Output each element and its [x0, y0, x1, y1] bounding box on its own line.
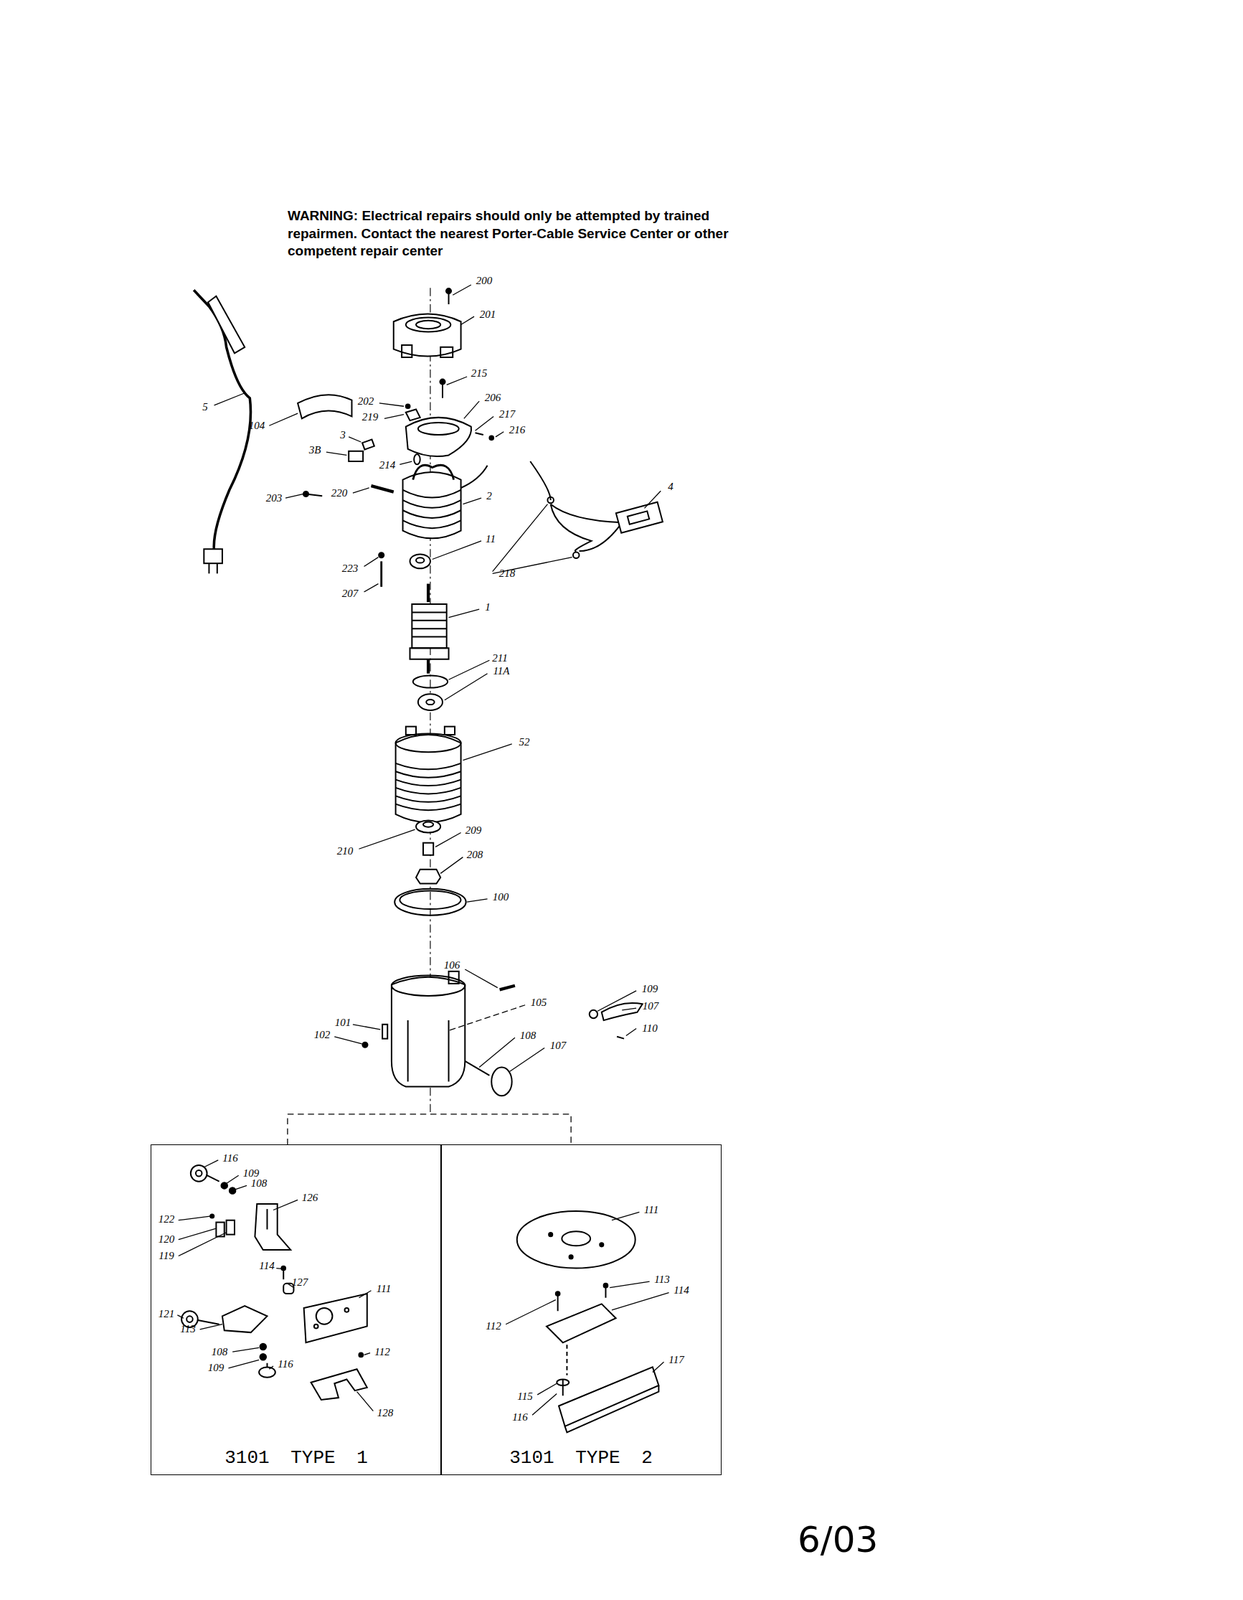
callout-number: 218: [499, 568, 516, 579]
variant-title: 3101 TYPE 1: [151, 1446, 442, 1469]
callout-number: 108: [520, 1029, 537, 1041]
callout-number: 219: [362, 411, 379, 423]
variant-box: 3101 TYPE 2: [440, 1144, 722, 1475]
callout-number: 210: [337, 845, 354, 857]
callout-number: 107: [642, 1000, 660, 1012]
callout-number: 110: [641, 1022, 658, 1034]
callout-number: 208: [466, 849, 484, 860]
callout-number: 223: [342, 563, 359, 574]
callout-number: 1: [484, 601, 491, 613]
callout-number: 108: [251, 1177, 268, 1189]
callout-number: 11A: [492, 665, 510, 677]
variant-title: 3101 TYPE 2: [441, 1446, 721, 1469]
callout-number: 113: [180, 1323, 196, 1335]
callout-number: 11: [485, 533, 496, 545]
callout-number: 3B: [309, 444, 322, 456]
callout-number: 126: [301, 1192, 319, 1203]
callout-number: 112: [374, 1346, 390, 1358]
callout-number: 122: [158, 1213, 176, 1225]
warning-note: WARNING: Electrical repairs should only …: [287, 207, 747, 261]
callout-number: 206: [484, 392, 502, 404]
date-stamp: 6/03: [797, 1521, 878, 1558]
variant-box: 3101 TYPE 1: [150, 1144, 442, 1475]
callout-number: 2: [486, 490, 493, 502]
callout-number: 109: [243, 1167, 260, 1179]
callout-number: 5: [202, 401, 209, 413]
callout-number: 106: [443, 959, 461, 971]
callout-number: 101: [334, 1017, 352, 1028]
callout-number: 116: [277, 1358, 293, 1370]
callout-number: 107: [550, 1040, 567, 1051]
callout-number: 113: [654, 1273, 670, 1285]
callout-number: 108: [211, 1346, 229, 1358]
callout-number: 111: [644, 1204, 659, 1216]
callout-number: 127: [291, 1276, 309, 1288]
callout-number: 104: [248, 420, 266, 432]
callout-number: 220: [331, 487, 348, 499]
callout-number: 116: [222, 1152, 238, 1164]
callout-number: 200: [476, 275, 493, 287]
callout-number: 52: [519, 736, 531, 748]
callout-number: 211: [492, 652, 508, 664]
callout-number: 117: [668, 1354, 684, 1365]
callout-number: 109: [641, 983, 659, 995]
callout-number: 119: [158, 1250, 174, 1261]
callout-number: 201: [479, 309, 497, 320]
callout-number: 121: [158, 1308, 176, 1320]
callout-number: 100: [492, 891, 510, 903]
callout-number: 215: [471, 367, 488, 379]
callout-number: 109: [208, 1362, 225, 1373]
callout-number: 116: [512, 1411, 528, 1423]
callout-number: 112: [485, 1320, 501, 1332]
callout-number: 102: [314, 1029, 331, 1041]
callout-number: 120: [158, 1233, 176, 1245]
callout-number: 216: [509, 424, 526, 436]
callout-number: 217: [499, 408, 516, 420]
callout-number: 128: [377, 1407, 394, 1419]
callout-number: 214: [379, 459, 396, 471]
callout-number: 114: [258, 1260, 274, 1271]
callout-number: 202: [357, 395, 375, 407]
callout-number: 4: [667, 481, 674, 493]
callout-number: 207: [342, 588, 359, 599]
callout-number: 3: [339, 429, 346, 441]
callout-number: 111: [376, 1283, 391, 1294]
callout-number: 105: [530, 996, 548, 1008]
callout-number: 203: [266, 492, 283, 504]
callout-number: 209: [465, 824, 482, 836]
callout-number: 115: [517, 1390, 533, 1402]
callout-number: 114: [673, 1284, 689, 1296]
